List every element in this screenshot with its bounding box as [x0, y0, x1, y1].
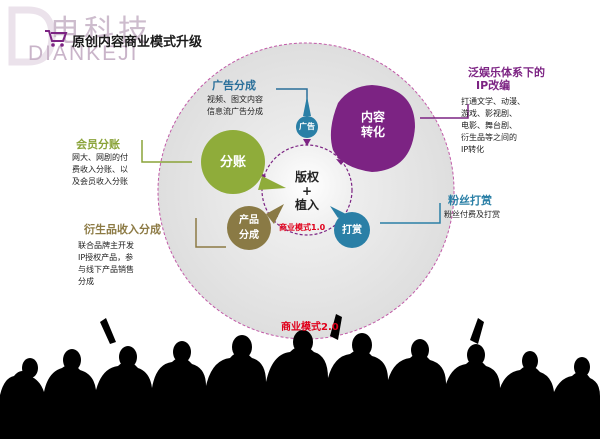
member-annotation-title: 会员分账 — [76, 138, 120, 151]
ad-desc-line: 信息流广告分成 — [207, 107, 263, 116]
center-line1: 版权 — [294, 170, 319, 184]
reward-node-label: 打赏 — [342, 225, 362, 236]
product-node-line1: 产品 — [239, 215, 259, 226]
member-desc-line: 及会员收入分账 — [72, 177, 128, 186]
ip-title-line2: IP改编 — [476, 79, 511, 92]
split-node-circle — [201, 130, 265, 194]
derivative-annotation-desc: 联合品牌主开发 IP授权产品，参 与线下产品销售 分成 — [78, 240, 134, 288]
fans-annotation-title: 粉丝打赏 — [448, 194, 492, 207]
ip-annotation-title: 泛娱乐体系下的 IP改编 — [468, 66, 545, 92]
ip-desc-line: 衍生品等之间的 — [461, 133, 517, 142]
member-desc-line: 网大、网剧的付 — [72, 153, 128, 162]
content-node-shape — [330, 85, 415, 172]
derivative-desc-line: 分成 — [78, 277, 94, 286]
center-line3: 植入 — [294, 198, 319, 212]
product-node-circle — [227, 206, 271, 250]
logo-d-icon — [8, 6, 56, 66]
derivative-desc-line: IP授权产品，参 — [78, 253, 134, 262]
ad-desc-line: 视频、图文内容 — [207, 95, 263, 104]
member-annotation-desc: 网大、网剧的付 费收入分账、以 及会员收入分账 — [72, 152, 128, 188]
model-1-label: 商业模式1.0 — [279, 223, 326, 232]
page-title: 原创内容商业模式升级 — [72, 35, 203, 50]
fans-desc-line: 粉丝付费及打赏 — [444, 210, 500, 219]
ip-connector — [420, 104, 469, 119]
connector-lines — [141, 88, 469, 248]
product-node-line2: 分成 — [239, 230, 259, 241]
reward-node-circle — [334, 212, 370, 248]
watermark-brand-en: DIANKEJI — [28, 42, 139, 65]
model-2-label: 商业模式2.0 — [281, 322, 339, 333]
ip-desc-line: IP转化 — [461, 145, 485, 154]
fans-annotation-desc: 粉丝付费及打赏 — [444, 209, 500, 221]
fans-connector — [380, 203, 441, 224]
derivative-connector — [195, 218, 226, 248]
center-line2: + — [301, 184, 313, 198]
ad-annotation-title: 广告分成 — [212, 79, 256, 92]
cart-icon — [45, 30, 68, 47]
content-node-label: 内容 转化 — [348, 110, 398, 140]
audience-silhouette — [0, 314, 600, 439]
ip-desc-line: 打通文学、动漫、 — [461, 97, 525, 106]
ip-annotation-desc: 打通文学、动漫、 游戏、影视剧、 电影、舞台剧、 衍生品等之间的 IP转化 — [461, 96, 525, 156]
ip-title-line1: 泛娱乐体系下的 — [468, 66, 545, 79]
product-node-label: 产品 分成 — [229, 213, 269, 243]
content-node-line1: 内容 — [360, 110, 385, 124]
content-node-line2: 转化 — [360, 125, 385, 139]
ad-annotation-desc: 视频、图文内容 信息流广告分成 — [207, 94, 263, 118]
split-node-label: 分账 — [219, 155, 246, 170]
derivative-desc-line: 联合品牌主开发 — [78, 241, 134, 250]
center-label: 版权 + 植入 — [287, 170, 327, 212]
derivative-desc-line: 与线下产品销售 — [78, 265, 134, 274]
ad-node-label: 广告 — [299, 122, 315, 131]
watermark-brand-cn: 电科技 — [50, 14, 152, 49]
ad-node-circle — [296, 116, 318, 138]
watermark-logo — [8, 6, 198, 78]
derivative-annotation-title: 衍生品收入分成 — [84, 223, 161, 236]
member-connector — [141, 140, 192, 163]
ip-desc-line: 电影、舞台剧、 — [461, 121, 517, 130]
ip-desc-line: 游戏、影视剧、 — [461, 109, 517, 118]
member-desc-line: 费收入分账、以 — [72, 165, 128, 174]
